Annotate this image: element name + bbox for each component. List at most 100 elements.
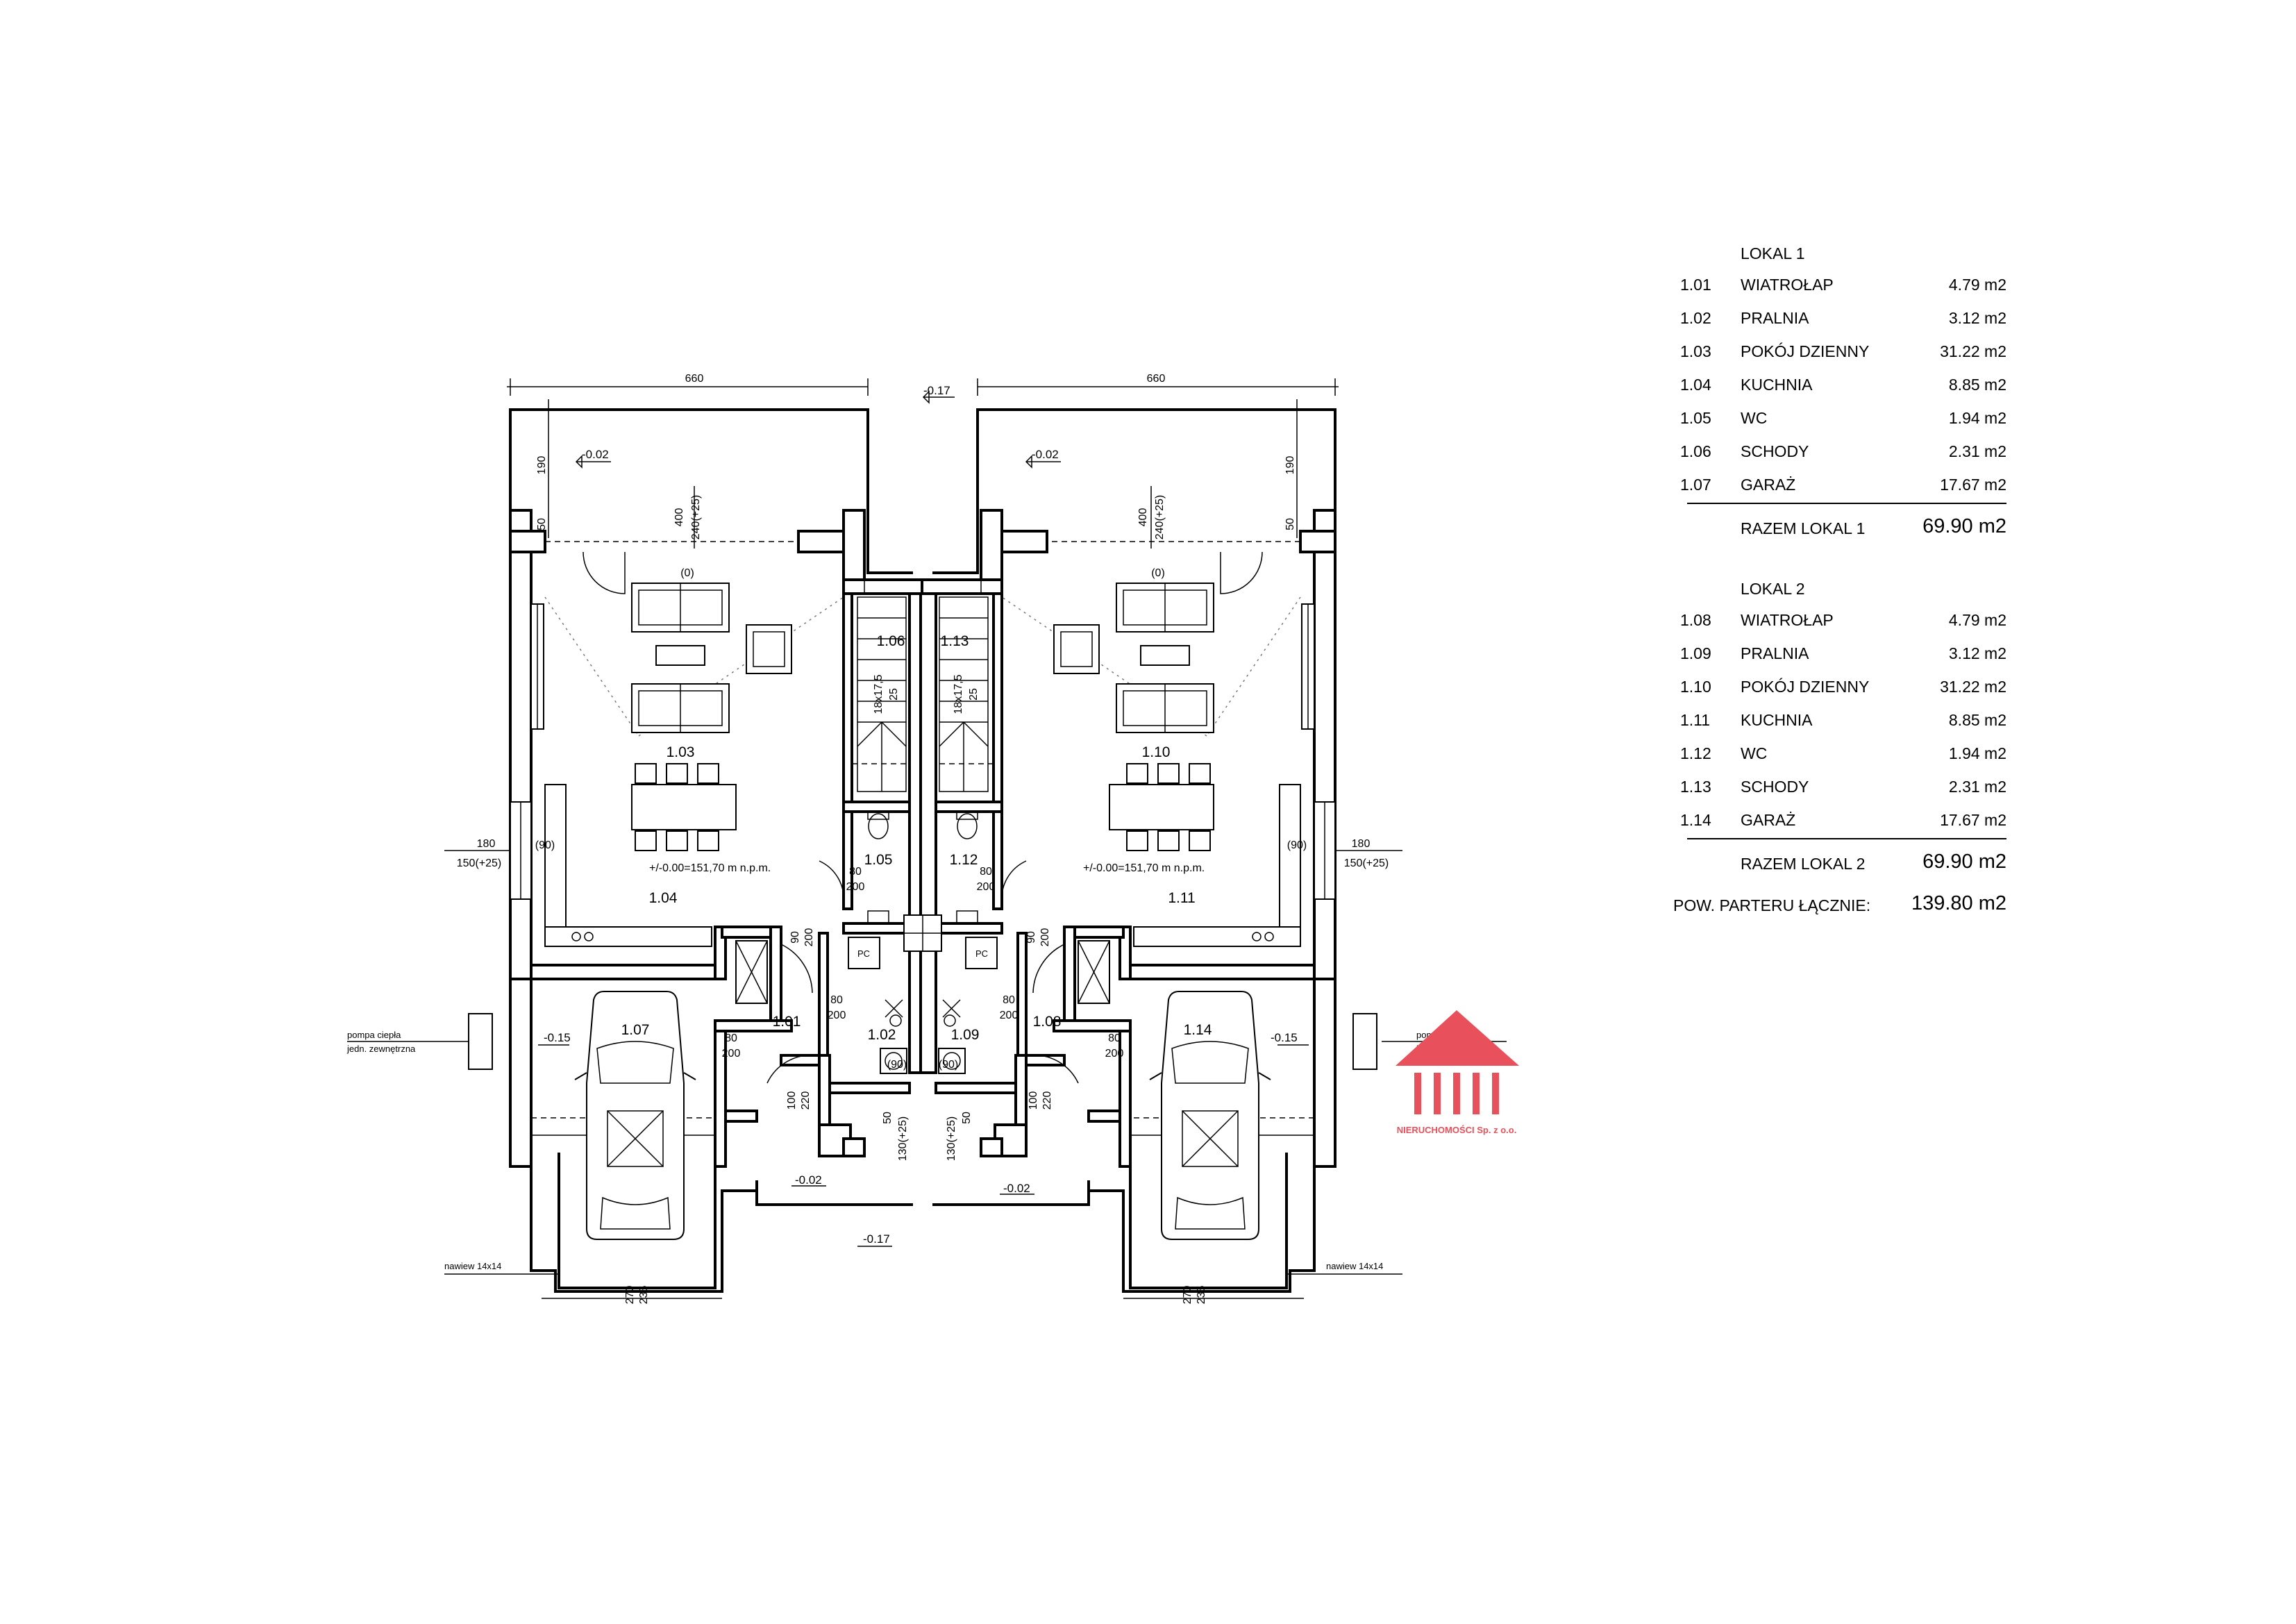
sofa-upper [631, 583, 730, 633]
level-terrace-right: -0.02 [1032, 448, 1059, 461]
room-label-1-12: 1.12 [950, 852, 978, 868]
area-row-area: 31.22 m2 [1940, 342, 2006, 360]
terrace-outline [509, 408, 913, 574]
area-row-area: 17.67 m2 [1940, 811, 2006, 829]
area-row-num: 1.13 [1680, 778, 1711, 796]
area-row-num: 1.01 [1680, 276, 1711, 294]
area-row-area: 2.31 m2 [1948, 442, 2006, 460]
area-row-num: 1.03 [1680, 342, 1711, 360]
area-row-name: KUCHNIA [1741, 376, 1813, 394]
dim-door-garage-80-left: 80 [725, 1032, 737, 1044]
dim-opening-400-right: 400 [1137, 508, 1149, 527]
lokal-1-summary: RAZEM LOKAL 1 69.90 m2 [1680, 515, 2006, 540]
area-row-num: 1.14 [1680, 811, 1711, 829]
dim-gate-270-right: 270 [1182, 1286, 1193, 1305]
dim-door-wc-80-right: 80 [980, 866, 992, 878]
stairs-lokal-1 [852, 596, 910, 792]
lokal-1-sum-label: RAZEM LOKAL 1 [1741, 519, 1866, 537]
pc-label-left: PC [857, 948, 870, 959]
dim-wall-right: 50 [1284, 518, 1296, 530]
area-row-name: PRALNIA [1741, 309, 1809, 327]
wall-stair-west [842, 592, 853, 803]
area-row-area: 8.85 m2 [1948, 711, 2006, 729]
total-label: POW. PARTERU ŁĄCZNIE: [1673, 896, 1871, 914]
dim-wall-left: 50 [536, 518, 548, 530]
area-row-name: POKÓJ DZIENNY [1741, 678, 1870, 696]
lokal-1-title: LOKAL 1 [1741, 244, 1805, 262]
floor-level-left: +/-0.00=151,70 m n.p.m. [649, 862, 771, 874]
dim-terrace-left: 190 [536, 456, 548, 475]
level-garage-left: -0.15 [544, 1031, 571, 1044]
dim-entry-220-right: 220 [1041, 1091, 1053, 1110]
skylight-label-right: nawiew 14x14 [1326, 1261, 1383, 1271]
dim-width-left: 660 [685, 373, 704, 385]
dim-door-garage-80-right: 80 [1108, 1032, 1121, 1044]
dim-door-pralnia-80-left: 80 [830, 994, 843, 1006]
threshold-right: (0) [1151, 567, 1165, 579]
room-label-1-08: 1.08 [1033, 1014, 1062, 1030]
area-row-name: WIATROŁAP [1741, 276, 1834, 294]
room-label-1-13: 1.13 [941, 633, 969, 649]
dim-opening-400-left: 400 [673, 508, 685, 527]
pc-label-right: PC [975, 948, 988, 959]
plan-text: 660 660 -0.17 -0.02 -0.02 190 190 50 50 … [346, 373, 1485, 1304]
stairs-dim-2-left: 25 [888, 688, 900, 701]
area-row: 1.14 GARAŻ 17.67 m2 [1680, 811, 2006, 833]
area-row-num: 1.04 [1680, 376, 1711, 394]
area-row-name: GARAŻ [1741, 476, 1796, 494]
dim-window-90-left: (90) [535, 839, 555, 851]
dim-window-150-right: 150(+25) [1344, 857, 1389, 869]
area-row-name: WC [1741, 744, 1768, 762]
area-row-name: WIATROŁAP [1741, 611, 1834, 629]
area-row-area: 4.79 m2 [1948, 611, 2006, 629]
logo-roof-icon [1396, 1010, 1519, 1066]
dim-door-200-right-v: 200 [1039, 928, 1051, 947]
room-label-1-10: 1.10 [1142, 744, 1171, 760]
dimensions-top [507, 378, 1339, 549]
area-row-area: 1.94 m2 [1948, 744, 2006, 762]
dim-window-150-left: 150(+25) [457, 857, 502, 869]
room-label-1-06: 1.06 [877, 633, 905, 649]
room-label-1-01: 1.01 [773, 1014, 801, 1030]
lokal-2-sum-label: RAZEM LOKAL 2 [1741, 855, 1866, 873]
dim-window-90-pralnia-left: (90) [887, 1059, 907, 1071]
wall-wc-top [842, 801, 911, 813]
area-row-area: 2.31 m2 [1948, 778, 2006, 796]
dim-entry-220-left: 220 [800, 1091, 812, 1110]
level-markers [538, 390, 1309, 1247]
room-label-1-14: 1.14 [1184, 1022, 1212, 1038]
dim-entry-100-left: 100 [786, 1091, 798, 1110]
stairs-dim-2-right: 25 [968, 688, 980, 701]
dim-door-90-left: 90 [789, 931, 801, 944]
toilet [868, 813, 889, 839]
area-row-name: PRALNIA [1741, 644, 1809, 662]
armchair [746, 624, 792, 674]
area-row-name: POKÓJ DZIENNY [1741, 342, 1870, 360]
dim-gate-235-right: 235 [1196, 1286, 1207, 1305]
area-row-num: 1.05 [1680, 409, 1711, 427]
level-top-center: -0.17 [923, 384, 950, 397]
dim-door-pralnia-200-left: 200 [828, 1010, 846, 1021]
area-row-num: 1.11 [1680, 711, 1711, 729]
area-row-name: WC [1741, 409, 1768, 427]
dim-opening-240-right: 240(+25) [1154, 495, 1166, 540]
wall-north-west-stub [509, 530, 546, 553]
dim-door-90-right: 90 [1025, 931, 1037, 944]
coffee-table [655, 645, 705, 666]
dim-door-wc-80-left: 80 [849, 866, 862, 878]
dim-win-50-left: 50 [882, 1112, 894, 1124]
area-row-area: 8.85 m2 [1948, 376, 2006, 394]
area-row-area: 4.79 m2 [1948, 276, 2006, 294]
lokal-1-rule [1687, 503, 2006, 504]
lokal-2-summary: RAZEM LOKAL 2 69.90 m2 [1680, 851, 2006, 876]
area-row: 1.04 KUCHNIA 8.85 m2 [1680, 376, 2006, 398]
dim-door-wc-200-left: 200 [846, 881, 865, 893]
area-row-name: SCHODY [1741, 778, 1809, 796]
dim-entry-100-right: 100 [1028, 1091, 1039, 1110]
dim-terrace-right: 190 [1284, 456, 1296, 475]
area-row-name: GARAŻ [1741, 811, 1796, 829]
